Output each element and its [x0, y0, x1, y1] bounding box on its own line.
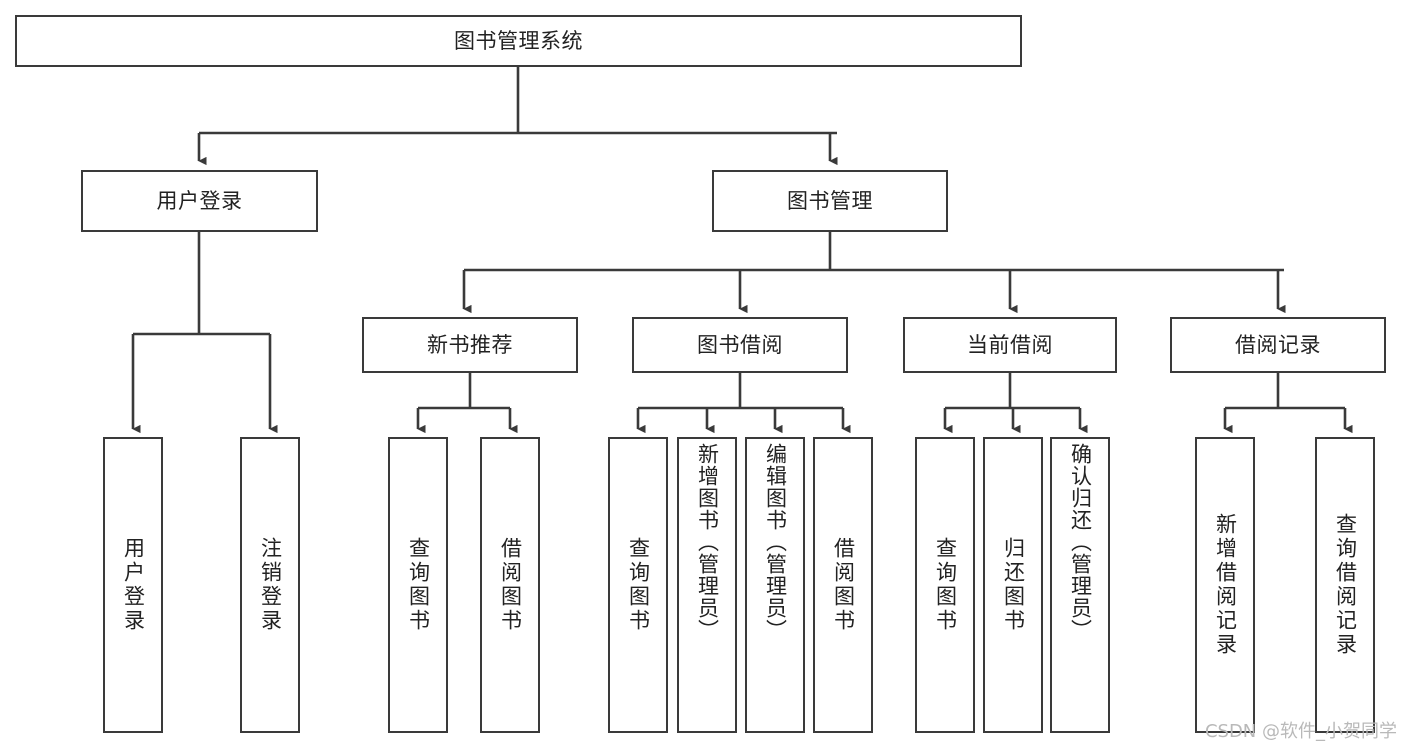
node-label: 查询图书 — [406, 537, 431, 633]
node-label: 当前借阅 — [967, 332, 1053, 357]
node-borrow-record[interactable]: 借阅记录 — [1170, 317, 1386, 373]
node-leaf-add-record[interactable]: 新增借阅记录 — [1195, 437, 1255, 733]
node-leaf-add-book[interactable]: 新增图书（管理员） — [677, 437, 737, 733]
watermark-text: CSDN @软件_小贺同学 — [1204, 721, 1397, 742]
node-new-book-recommend[interactable]: 新书推荐 — [362, 317, 578, 373]
node-book-borrow[interactable]: 图书借阅 — [632, 317, 848, 373]
node-label: 图书管理系统 — [454, 28, 583, 53]
node-label: 归还图书 — [1001, 537, 1026, 633]
node-label: 新增借阅记录 — [1213, 513, 1238, 657]
node-label: 用户登录 — [156, 188, 243, 213]
node-leaf-user-logout[interactable]: 注销登录 — [240, 437, 300, 733]
node-leaf-return-book[interactable]: 归还图书 — [983, 437, 1043, 733]
node-label: 图书借阅 — [697, 332, 783, 357]
node-label: 新增图书（管理员） — [695, 443, 720, 641]
node-leaf-borrow-book-1[interactable]: 借阅图书 — [480, 437, 540, 733]
node-leaf-query-book-3[interactable]: 查询图书 — [915, 437, 975, 733]
node-label: 图书管理 — [787, 188, 873, 213]
node-label: 借阅图书 — [498, 537, 523, 633]
node-leaf-confirm-return[interactable]: 确认归还（管理员） — [1050, 437, 1110, 733]
node-leaf-query-record[interactable]: 查询借阅记录 — [1315, 437, 1375, 733]
node-book-manage[interactable]: 图书管理 — [712, 170, 948, 232]
node-root-book-management-system[interactable]: 图书管理系统 — [15, 15, 1022, 67]
node-leaf-query-book-1[interactable]: 查询图书 — [388, 437, 448, 733]
node-label: 查询图书 — [933, 537, 958, 633]
node-current-borrow[interactable]: 当前借阅 — [903, 317, 1117, 373]
node-leaf-query-book-2[interactable]: 查询图书 — [608, 437, 668, 733]
node-leaf-edit-book[interactable]: 编辑图书（管理员） — [745, 437, 805, 733]
node-leaf-borrow-book-2[interactable]: 借阅图书 — [813, 437, 873, 733]
node-label: 借阅记录 — [1235, 332, 1321, 357]
node-label: 新书推荐 — [427, 332, 513, 357]
node-label: 编辑图书（管理员） — [763, 443, 788, 641]
node-label: 确认归还（管理员） — [1068, 443, 1093, 641]
node-label: 用户登录 — [121, 537, 146, 633]
node-label: 查询借阅记录 — [1333, 513, 1358, 657]
node-label: 查询图书 — [626, 537, 651, 633]
node-user-login[interactable]: 用户登录 — [81, 170, 318, 232]
node-label: 注销登录 — [258, 537, 283, 633]
node-label: 借阅图书 — [831, 537, 856, 633]
node-leaf-user-login[interactable]: 用户登录 — [103, 437, 163, 733]
